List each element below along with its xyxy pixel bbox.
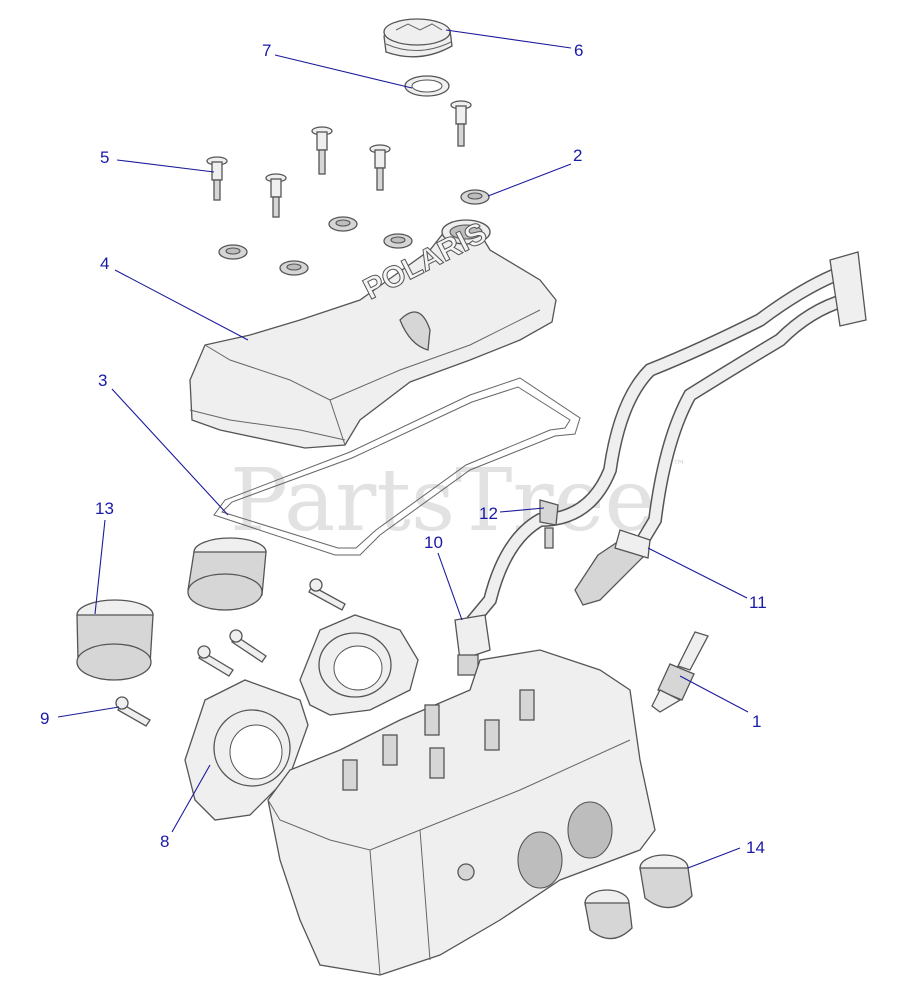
callout-labels: 1 2 3 4 5 6 7 8 9 10 11 12 13 14 <box>40 41 767 857</box>
callout-14: 14 <box>746 838 765 857</box>
leader-lines <box>57 29 749 869</box>
oil-filler-cap[interactable] <box>383 18 453 58</box>
callout-4: 4 <box>100 254 109 273</box>
intake-adapter-left[interactable] <box>184 679 309 821</box>
callout-6: 6 <box>574 41 583 60</box>
callout-10: 10 <box>424 533 443 552</box>
cover-bolts[interactable] <box>206 100 472 218</box>
callout-9: 9 <box>40 709 49 728</box>
callout-11: 11 <box>749 593 767 612</box>
valve-cover-gasket[interactable] <box>213 377 581 556</box>
callout-1: 1 <box>752 712 761 731</box>
o-ring[interactable] <box>404 75 450 97</box>
watermark-trademark: ™ <box>672 458 686 474</box>
callout-7: 7 <box>262 41 271 60</box>
bolt <box>265 173 287 218</box>
callout-3: 3 <box>98 371 107 390</box>
callout-2: 2 <box>573 146 582 165</box>
intake-adapter-right[interactable] <box>299 614 419 716</box>
cylinder-head[interactable] <box>267 649 656 976</box>
callout-8: 8 <box>160 832 169 851</box>
spark-plug[interactable] <box>651 631 709 713</box>
callout-5: 5 <box>100 148 109 167</box>
breather-hoses[interactable] <box>454 251 867 676</box>
exhaust-sleeves[interactable] <box>584 854 693 940</box>
intake-boot[interactable] <box>76 599 154 681</box>
grommets[interactable] <box>218 189 490 276</box>
intake-bolts[interactable] <box>115 578 346 727</box>
bolt <box>369 144 391 191</box>
bolt <box>450 100 472 147</box>
bolt <box>311 126 333 175</box>
bolt <box>206 156 228 201</box>
callout-12: 12 <box>479 504 498 523</box>
callout-13: 13 <box>95 499 114 518</box>
intake-boot-upper[interactable] <box>187 537 267 611</box>
